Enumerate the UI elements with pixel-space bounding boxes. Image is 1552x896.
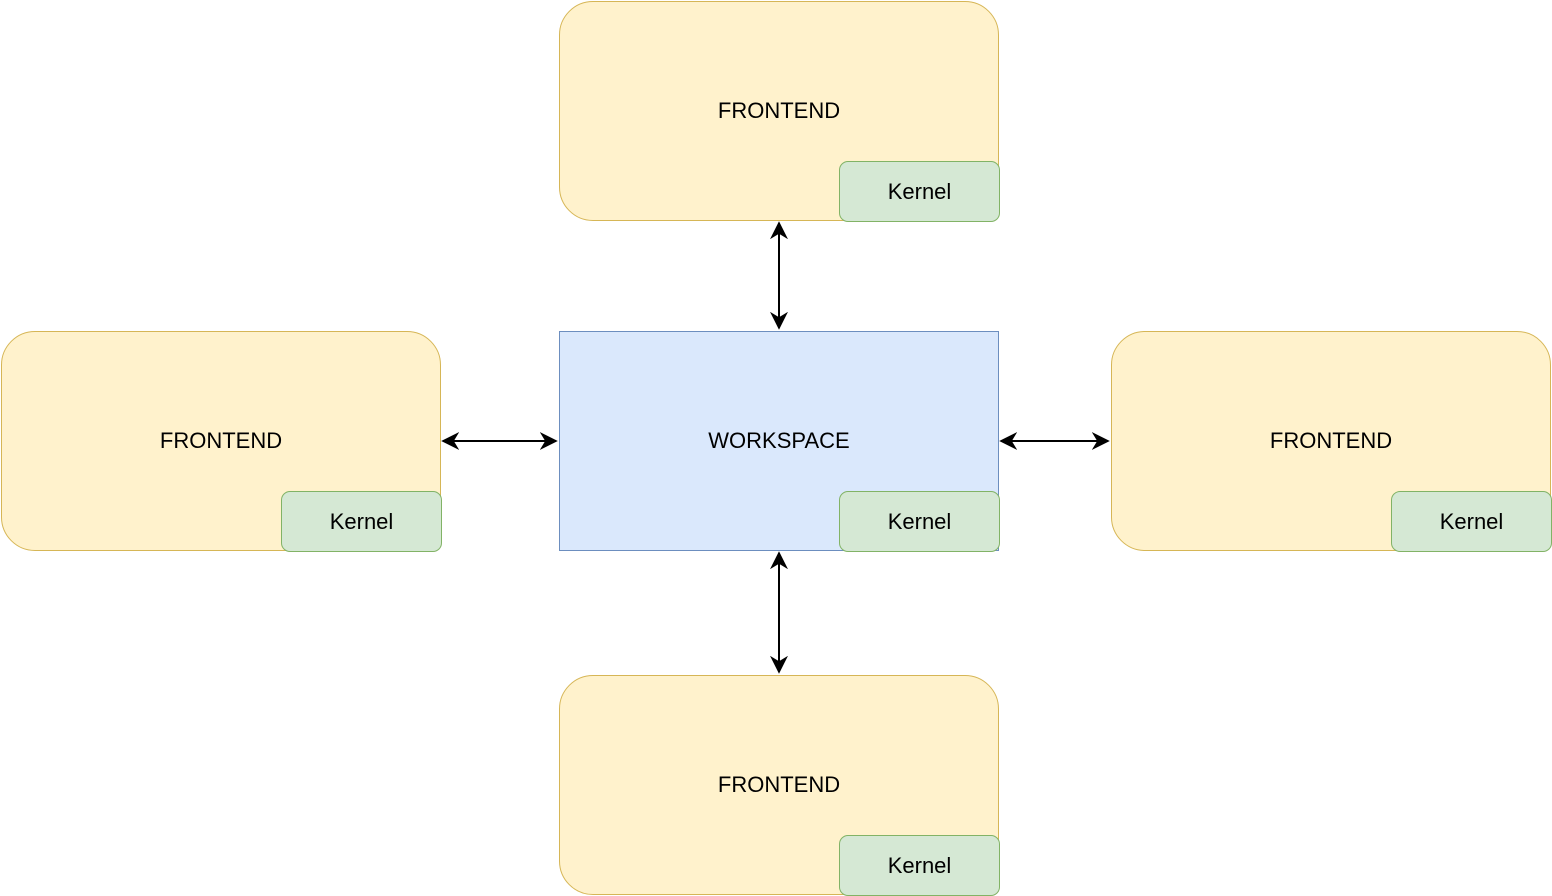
frontend-right-label: FRONTEND (1269, 428, 1393, 453)
frontend-bottom[interactable]: FRONTEND Kernel (559, 675, 1000, 896)
frontend-right-kernel[interactable]: Kernel (1391, 491, 1552, 552)
frontend-top[interactable]: FRONTEND Kernel (559, 1, 1000, 222)
frontend-left[interactable]: FRONTEND Kernel (1, 331, 442, 552)
workspace-kernel[interactable]: Kernel (839, 491, 1000, 552)
frontend-bottom-label: FRONTEND (717, 772, 841, 797)
frontend-right[interactable]: FRONTEND Kernel (1111, 331, 1552, 552)
frontend-top-kernel[interactable]: Kernel (839, 161, 1000, 222)
workspace-label: WORKSPACE (708, 428, 850, 453)
frontend-top-label: FRONTEND (717, 98, 841, 123)
frontend-bottom-kernel[interactable]: Kernel (839, 835, 1000, 896)
frontend-left-label: FRONTEND (159, 428, 283, 453)
workspace[interactable]: WORKSPACE Kernel (559, 331, 1000, 552)
frontend-left-kernel[interactable]: Kernel (281, 491, 442, 552)
